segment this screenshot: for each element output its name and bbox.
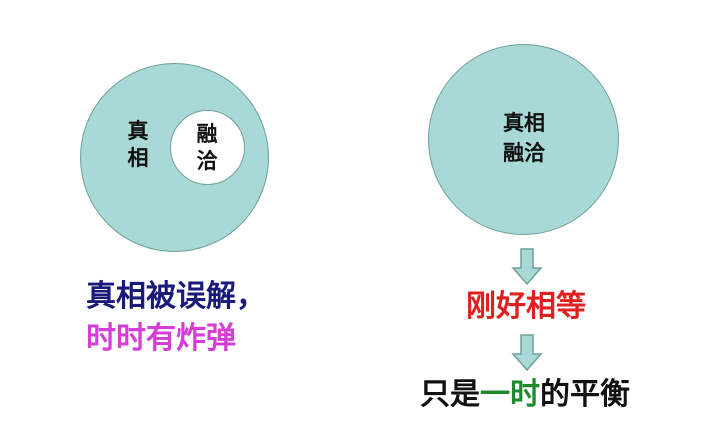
harmony-char-2: 洽 xyxy=(196,149,218,173)
caption-temporary-balance: 只是一时的平衡 xyxy=(420,377,630,413)
truth-label: 真 相 xyxy=(125,118,151,172)
caption-equal: 刚好相等 xyxy=(466,289,586,324)
harmony-char-1: 融 xyxy=(196,122,218,146)
caption-part-moment: 一时 xyxy=(480,377,540,412)
harmony-inner-circle xyxy=(170,110,245,185)
caption-misunderstood: 真相被误解， xyxy=(86,279,266,314)
circle-line-truth: 真相 xyxy=(503,111,545,135)
truth-harmony-circle xyxy=(428,44,619,235)
caption-part-only: 只是 xyxy=(420,377,480,412)
circle-line-harmony: 融洽 xyxy=(503,141,545,165)
truth-char-2: 相 xyxy=(127,146,149,170)
truth-harmony-label: 真相 融洽 xyxy=(464,108,584,168)
harmony-label: 融 洽 xyxy=(194,121,220,175)
caption-bombs: 时时有炸弹 xyxy=(86,321,236,356)
down-arrow-icon xyxy=(511,334,543,372)
truth-char-1: 真 xyxy=(127,119,149,143)
down-arrow-icon xyxy=(511,248,543,286)
caption-part-balance: 的平衡 xyxy=(540,377,630,412)
